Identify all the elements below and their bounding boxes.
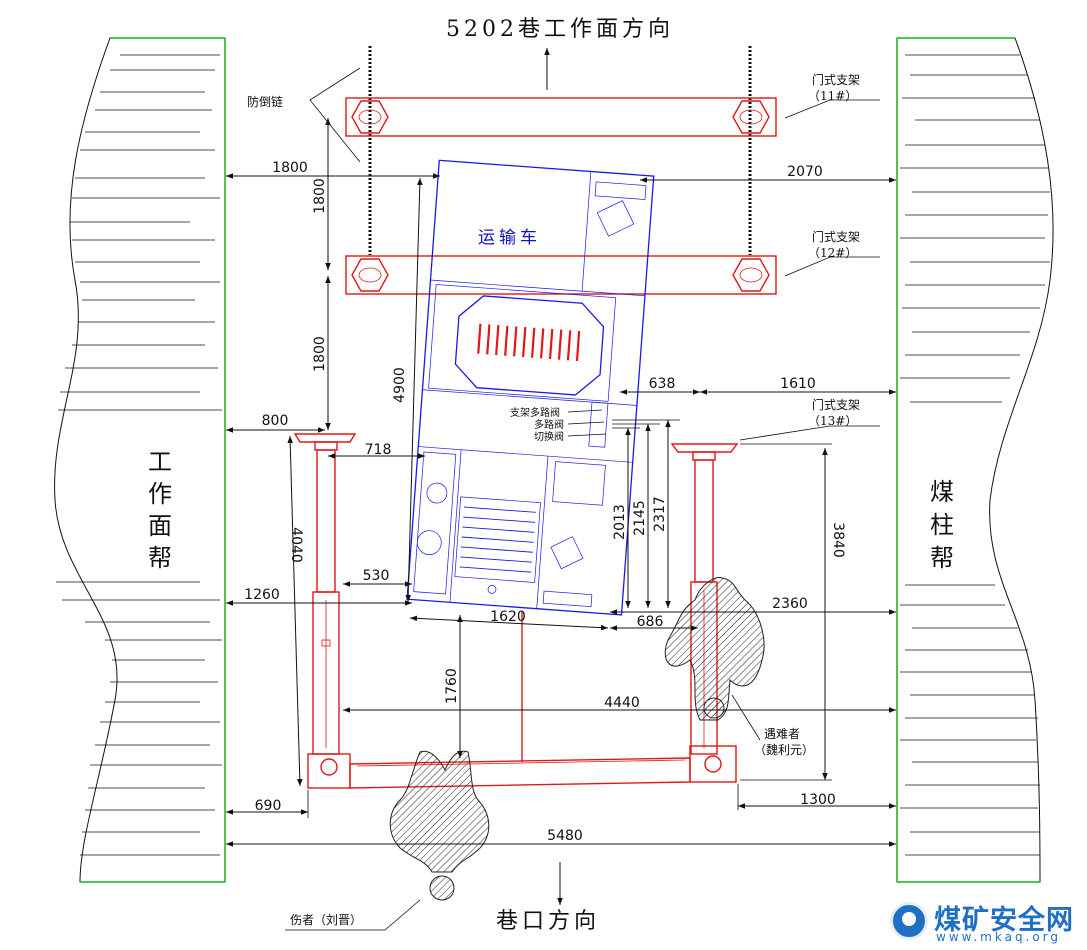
injured-leader [285, 899, 421, 931]
dim-718-label: 718 [365, 442, 392, 458]
dim-1800-v2-label: 1800 [312, 336, 328, 372]
valve-switch-label: 切换阀 [534, 430, 564, 443]
dim-690 [226, 790, 309, 818]
dim-5480-label: 5480 [547, 828, 583, 844]
support-12-name: 门式支架 [812, 229, 860, 244]
anti-fall-chain-label: 防倒链 [247, 94, 283, 109]
gate-support-11 [345, 97, 777, 137]
dim-2360-label: 2360 [772, 596, 808, 612]
valve-multi-label: 多路阀 [534, 418, 564, 431]
dim-4900-label: 4900 [392, 367, 408, 403]
wall-char: 工 [148, 448, 172, 476]
dim-690-label: 690 [255, 798, 282, 814]
wall-char: 帮 [148, 544, 172, 572]
right-wall [896, 37, 1054, 883]
left-wall [54, 37, 226, 883]
victim-name: （魏利元） [754, 742, 814, 757]
dim-530-label: 530 [363, 568, 390, 584]
dim-1300 [737, 784, 896, 810]
gate-support-13 [293, 433, 739, 789]
right-wall-label: 煤 柱 帮 [930, 478, 954, 572]
support-12-leader [784, 256, 880, 277]
wall-char: 帮 [930, 544, 954, 572]
victim-leader [731, 694, 761, 741]
top-direction-label: 5202巷工作面方向 [446, 17, 674, 42]
dim-1260-label: 1260 [244, 587, 280, 603]
injured-label: 伤者（刘晋） [290, 913, 362, 927]
dim-2145-label: 2145 [632, 500, 648, 536]
valve-leader [567, 421, 605, 425]
logo-badge-icon [890, 902, 928, 940]
wall-char: 柱 [930, 511, 954, 539]
dim-1610-label: 1610 [780, 376, 816, 392]
victim-figure [664, 576, 765, 721]
dim-2317-label: 2317 [652, 496, 668, 532]
left-wall-label: 工 作 面 帮 [148, 448, 172, 572]
support-13-num: （13#） [808, 414, 857, 428]
bottom-direction-label: 巷口方向 [496, 909, 600, 934]
valve-leader [567, 409, 603, 413]
support-12-num: （12#） [808, 246, 857, 260]
dim-1620-label: 1620 [490, 609, 526, 625]
dim-3840-label: 3840 [830, 522, 846, 558]
wall-char: 煤 [930, 478, 954, 506]
anti-fall-chain [368, 46, 752, 255]
injured-figure [389, 750, 490, 901]
gate-support-12 [345, 255, 777, 295]
dim-686-label: 686 [637, 614, 664, 630]
dim-4040 [287, 435, 303, 787]
support-11-leader [784, 99, 880, 119]
dim-1620 [409, 615, 609, 631]
dim-2070-label: 2070 [787, 164, 823, 180]
dim-4040-label: 4040 [288, 527, 304, 563]
site-logo: 煤矿安全网 www.mkaq.org [888, 898, 1084, 948]
dim-2013-2145-2317 [612, 419, 680, 608]
dim-1800-v1-label: 1800 [312, 178, 328, 214]
wall-char: 作 [148, 480, 172, 508]
dim-1800-top-label: 1800 [272, 160, 308, 176]
wall-char: 面 [148, 512, 172, 540]
logo-name: 煤矿安全网 [934, 905, 1074, 936]
dim-1760-label: 1760 [444, 668, 460, 704]
chain-leader-line [309, 67, 361, 163]
dim-800-label: 800 [262, 413, 289, 429]
valve-leader [567, 433, 607, 437]
dim-4900 [405, 177, 423, 603]
vehicle-label: 运输车 [478, 228, 541, 248]
logo-url: www.mkaq.org [936, 930, 1062, 944]
dim-1300-label: 1300 [800, 792, 836, 808]
dim-638-label: 638 [649, 376, 676, 392]
valve-support-multi-label: 支架多路阀 [510, 406, 560, 419]
dim-4440-label: 4440 [604, 695, 640, 711]
victim-title: 遇难者 [764, 727, 800, 741]
support-11-num: （11#） [808, 89, 857, 103]
dim-2013-label: 2013 [612, 504, 628, 540]
support-13-leader [739, 425, 880, 441]
support-11-name: 门式支架 [812, 72, 860, 87]
support-13-name: 门式支架 [812, 397, 860, 412]
